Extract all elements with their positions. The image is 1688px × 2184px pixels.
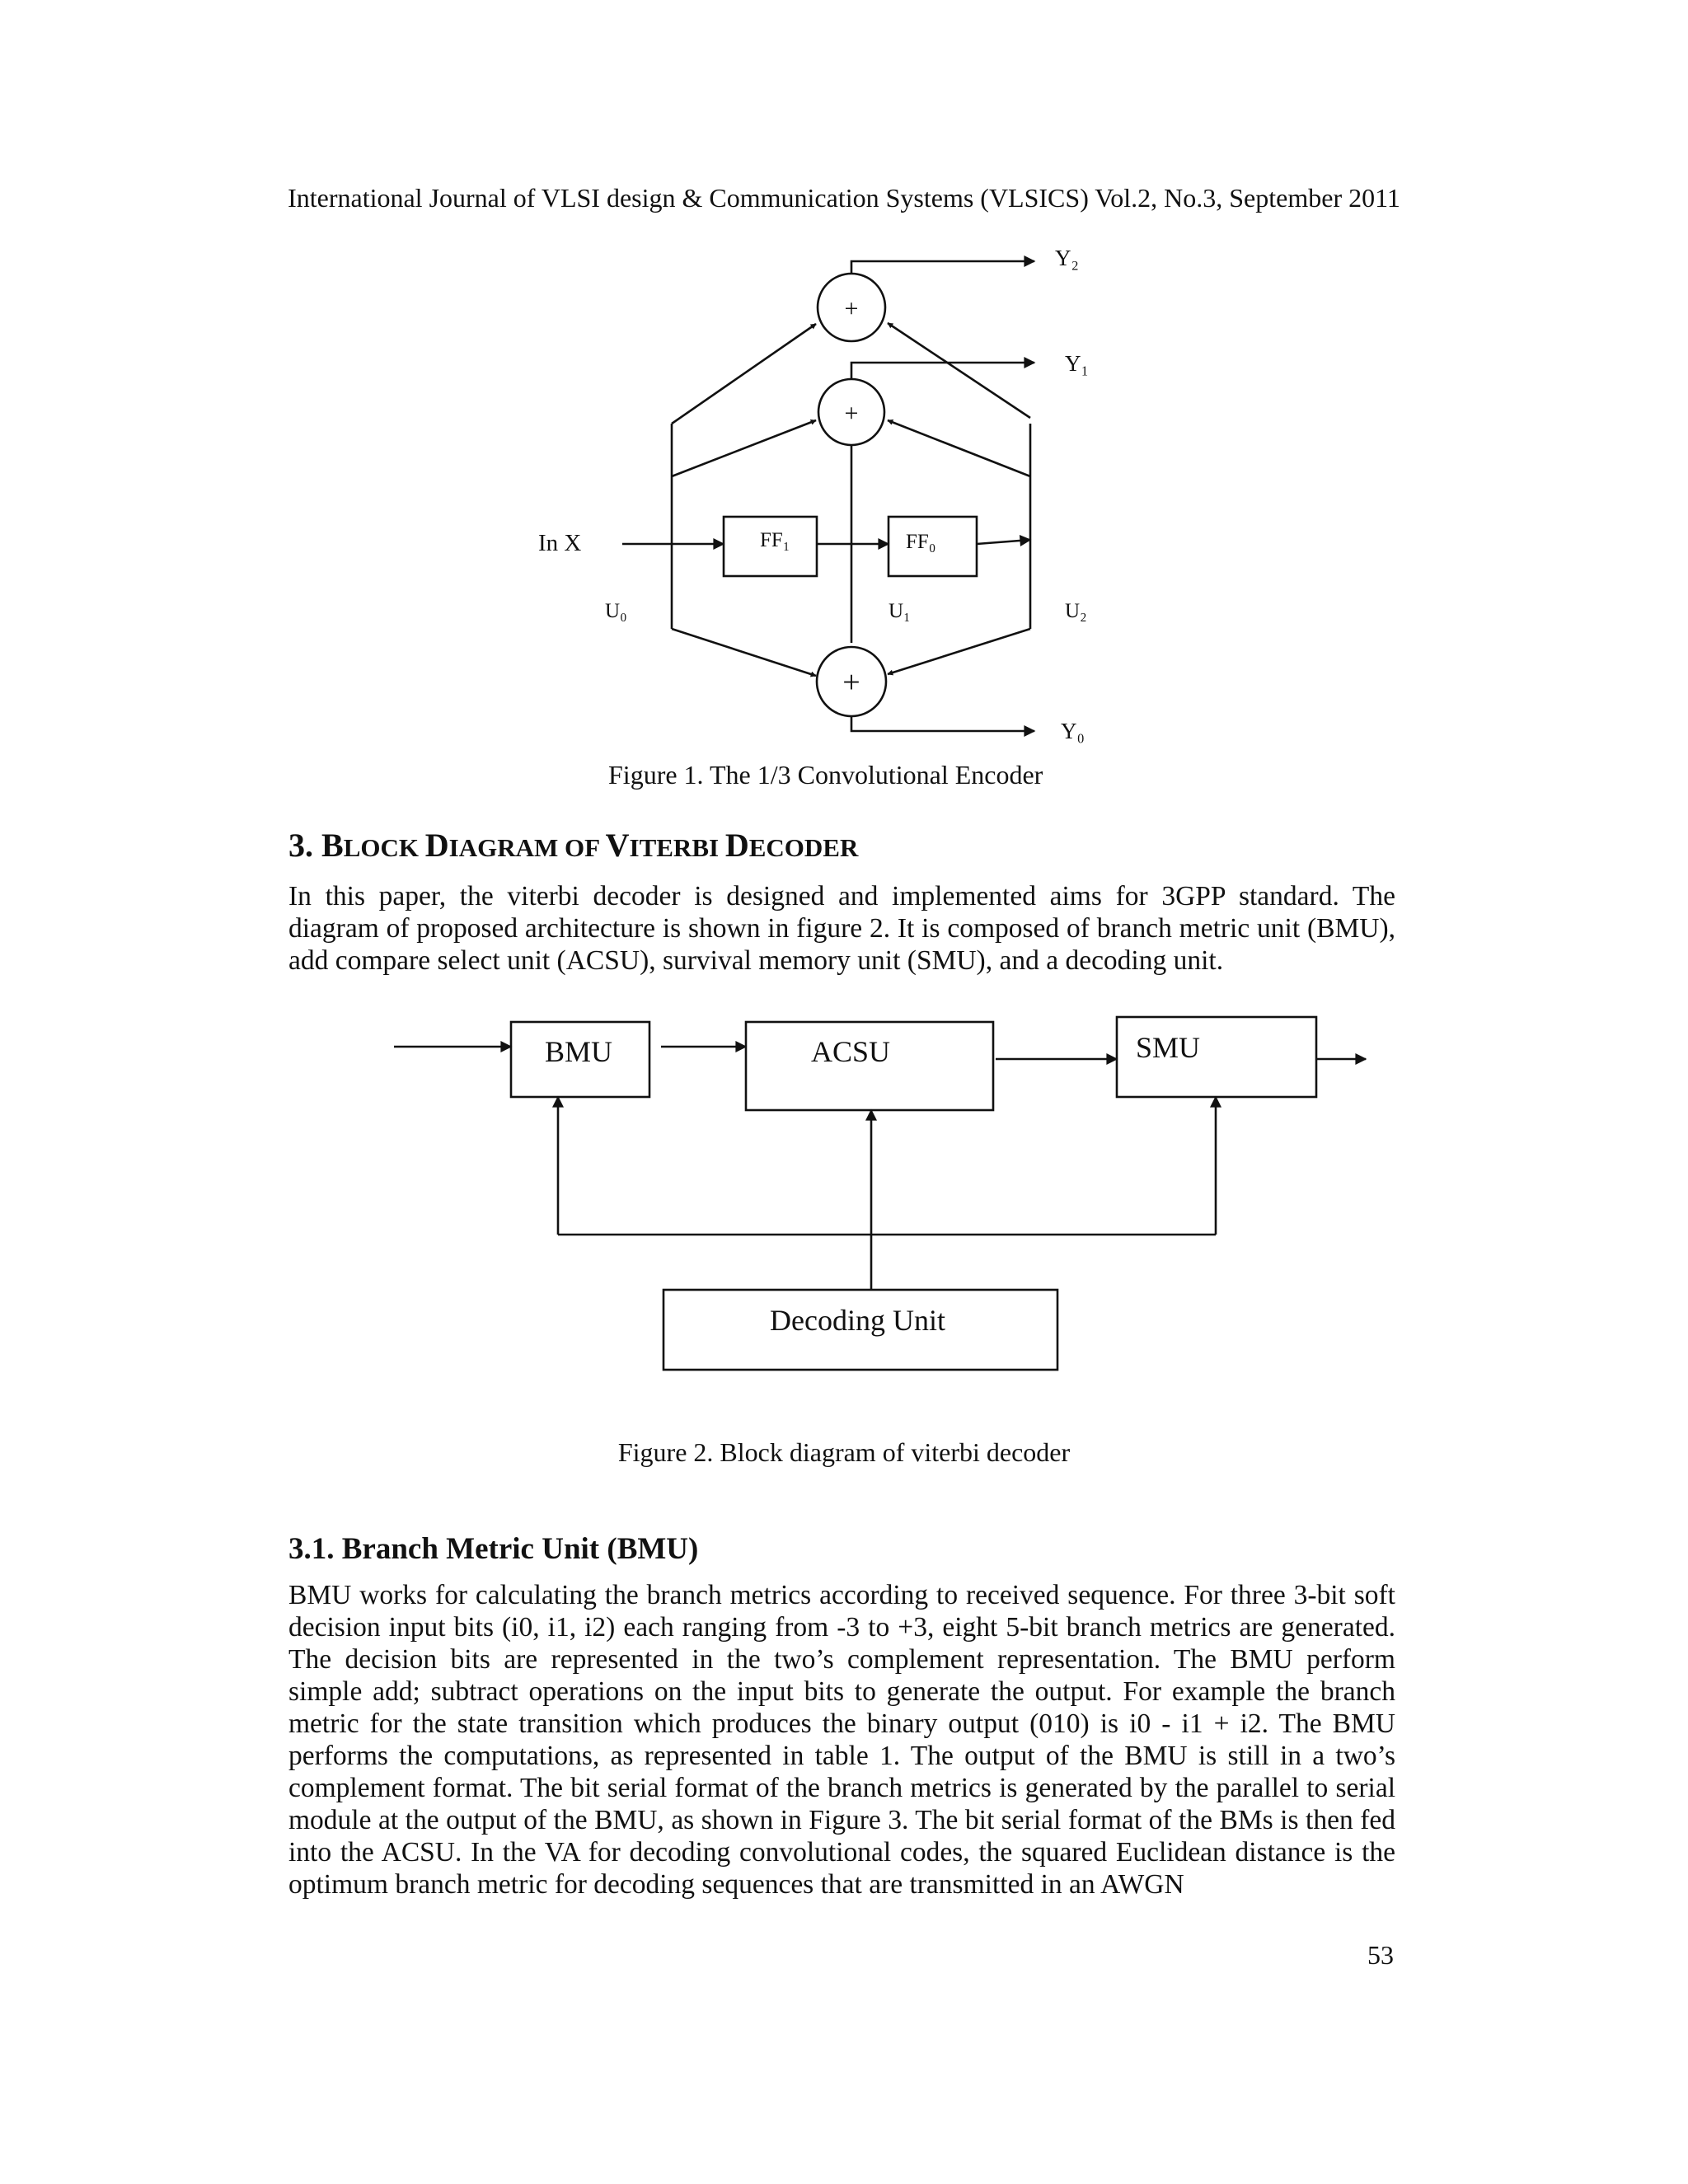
title-rest: ITERBI — [629, 833, 725, 862]
ff0-box — [887, 515, 978, 578]
u0-to-adder-y0 — [671, 627, 817, 677]
u2-to-adder-y0 — [887, 627, 1031, 676]
y2-output-arrow — [850, 255, 1036, 274]
decoding-unit-box — [662, 1288, 1059, 1371]
decoding-unit-label: Decoding Unit — [770, 1304, 945, 1337]
title-cap: D — [424, 827, 449, 864]
u0-to-adder-y2 — [671, 322, 817, 425]
acsu-label: ACSU — [811, 1035, 890, 1068]
figure2-caption: Figure 2. Block diagram of viterbi decod… — [617, 1437, 1071, 1467]
adder-y0-plus: + — [842, 665, 860, 700]
y1-output-arrow — [850, 357, 1036, 379]
title-rest: ECODER — [748, 833, 859, 862]
title-cap: V — [605, 827, 630, 864]
u2-to-adder-y1 — [887, 419, 1031, 478]
bmu-label: BMU — [545, 1035, 612, 1068]
ff0-out-arrow — [976, 534, 1032, 546]
page-number: 53 — [1367, 1940, 1394, 1970]
u1-label: U₁ — [889, 600, 911, 622]
ff1-box — [722, 515, 818, 578]
title-cap: D — [724, 827, 749, 864]
u2-label: U₂ — [1065, 600, 1087, 622]
title-rest: IAGRAM OF — [448, 833, 606, 862]
bmu-box — [509, 1020, 651, 1099]
u0-label: U₀ — [605, 600, 627, 622]
section3-number: 3. — [288, 827, 321, 864]
figure2-block-diagram — [394, 1015, 1367, 1371]
u0-to-adder-y1 — [671, 419, 817, 478]
adder-y2-plus: + — [845, 295, 859, 322]
title-cap: B — [321, 827, 344, 864]
figure1-labels: + + + In X FF₁ FF₀ U₀ U₁ U₂ Y₂ Y₁ Y₀ — [538, 246, 1089, 743]
figure1-encoder-diagram — [622, 255, 1036, 737]
section31-heading: 3.1. Branch Metric Unit (BMU) — [288, 1532, 699, 1566]
ff1-label: FF₁ — [760, 529, 790, 551]
y0-label: Y₀ — [1061, 719, 1085, 743]
smu-label: SMU — [1136, 1031, 1200, 1064]
y2-label: Y₂ — [1055, 246, 1079, 270]
section3-heading: 3. BLOCK DIAGRAM OF VITERBI DECODER — [288, 826, 858, 865]
adder-y1-plus: + — [845, 400, 859, 427]
section3-paragraph: In this paper, the viterbi decoder is de… — [288, 881, 1395, 976]
y1-label: Y₁ — [1065, 351, 1089, 376]
y0-output-arrow — [850, 716, 1036, 737]
figure2-labels: BMU ACSU SMU Decoding Unit — [545, 1031, 1200, 1337]
section31-paragraph: BMU works for calculating the branch met… — [288, 1580, 1395, 1900]
ff0-label: FF₀ — [906, 531, 936, 553]
u2-to-adder-y2 — [887, 321, 1031, 419]
running-header: International Journal of VLSI design & C… — [288, 183, 1400, 213]
input-label: In X — [538, 530, 581, 556]
figure1-caption: Figure 1. The 1/3 Convolutional Encoder — [608, 760, 1043, 790]
title-rest: LOCK — [343, 833, 425, 862]
